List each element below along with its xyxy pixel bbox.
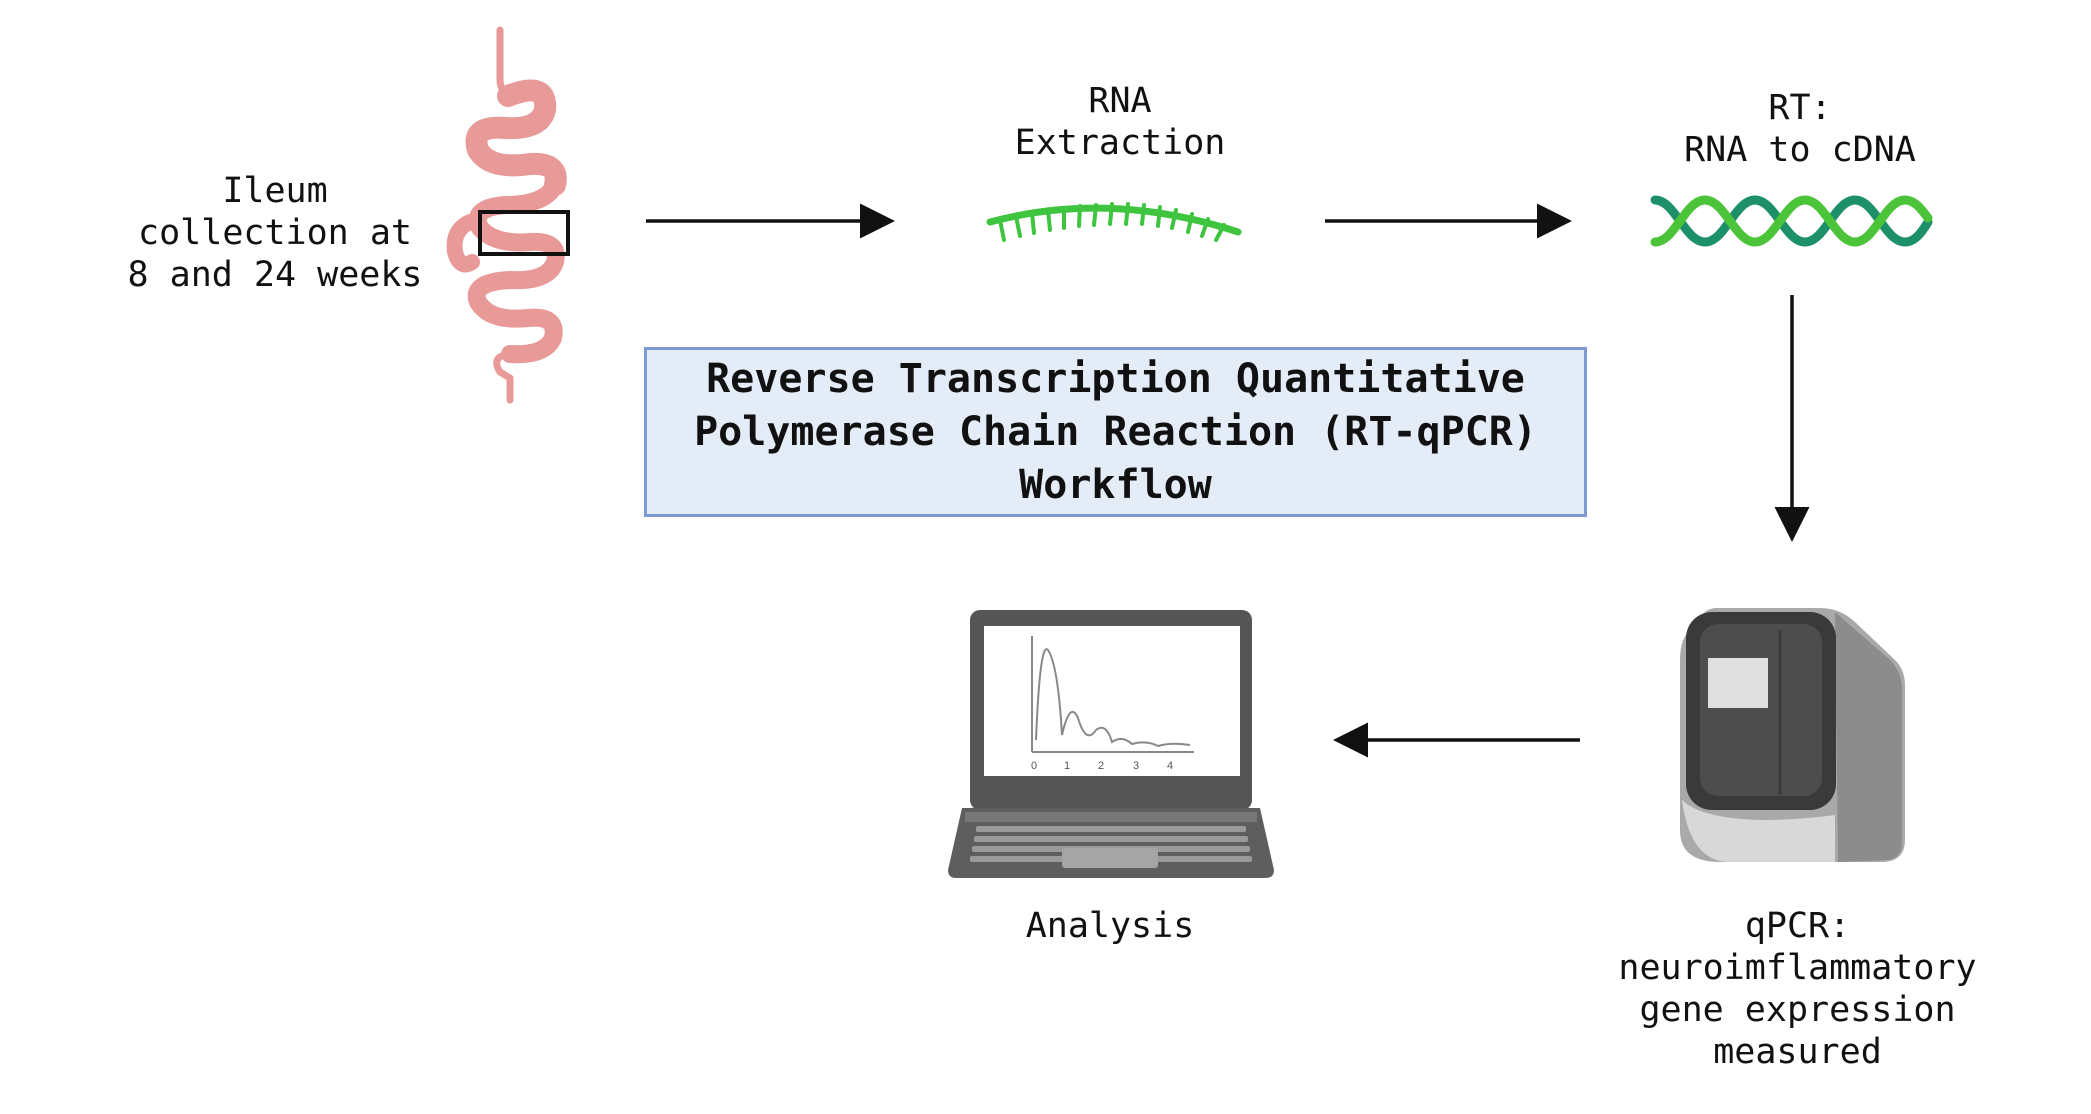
qpcr-label: qPCR: neuroimflammatory gene expression … xyxy=(1618,906,1977,1072)
qpcr-machine-icon xyxy=(1680,608,1905,862)
rna-extraction-label: RNA Extraction xyxy=(1014,81,1226,163)
rna-strand-icon xyxy=(986,202,1242,242)
laptop-icon: 0 1 2 3 4 xyxy=(948,610,1274,878)
plot-tick-0: 0 xyxy=(1031,760,1037,772)
plot-tick-3: 3 xyxy=(1133,760,1139,772)
plot-tick-2: 2 xyxy=(1098,760,1104,772)
intestine-icon xyxy=(446,26,567,404)
analysis-label: Analysis xyxy=(1025,906,1195,946)
laptop-plot xyxy=(1031,636,1194,753)
workflow-title: Reverse Transcription Quantitative Polym… xyxy=(694,355,1537,508)
plot-tick-4: 4 xyxy=(1167,760,1173,772)
plot-tick-1: 1 xyxy=(1064,760,1070,772)
ileum-selection-box xyxy=(478,210,570,256)
workflow-title-box: Reverse Transcription Quantitative Polym… xyxy=(644,347,1587,517)
dna-helix-icon xyxy=(1650,195,1933,247)
rt-label: RT: RNA to cDNA xyxy=(1684,88,1916,170)
ileum-collection-label: Ileum collection at 8 and 24 weeks xyxy=(127,171,423,295)
